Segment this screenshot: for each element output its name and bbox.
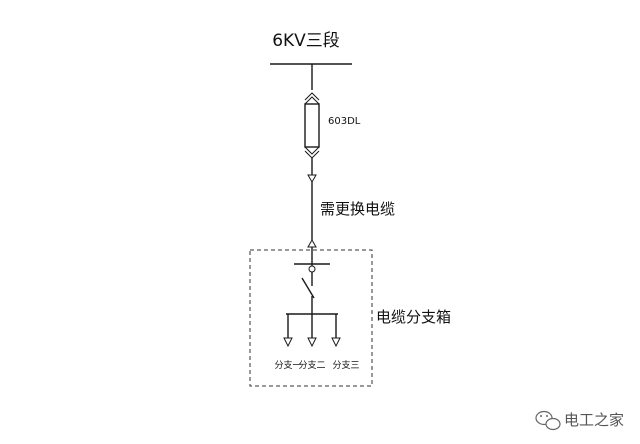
- watermark: 电工之家: [535, 410, 624, 431]
- branch-1-termination: [283, 337, 293, 348]
- branch-3-termination: [331, 337, 341, 348]
- breaker-603dl: [304, 92, 320, 159]
- isolator-blade: [301, 277, 315, 299]
- cable-termination-top: [307, 174, 317, 184]
- branch-1-label: 分支一: [274, 359, 301, 371]
- cable-termination-bottom: [307, 238, 317, 248]
- breaker-upper-chevron-inner: [304, 96, 320, 105]
- breaker-lower-chevron-inner: [304, 146, 320, 155]
- branch-3-label: 分支三: [332, 359, 359, 371]
- breaker-upper-chevron-outer: [304, 92, 320, 101]
- branch-box-label: 电缆分支箱: [376, 308, 451, 326]
- busbar-label: 6KV三段: [272, 31, 340, 51]
- branch-box-border: [249, 249, 373, 387]
- isolator-contact: [308, 265, 316, 273]
- breaker-label: 603DL: [328, 116, 361, 127]
- breaker-body: [304, 103, 320, 148]
- watermark-text: 电工之家: [564, 411, 624, 429]
- wechat-icon: [535, 410, 561, 431]
- cable-label: 需更换电缆: [320, 200, 395, 218]
- branch-2-label: 分支二: [298, 359, 325, 371]
- branch-2-termination: [307, 337, 317, 348]
